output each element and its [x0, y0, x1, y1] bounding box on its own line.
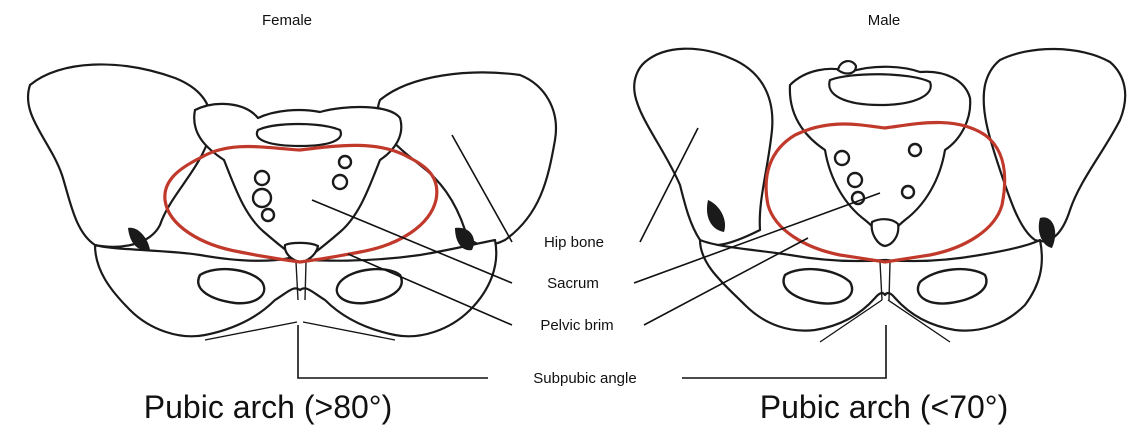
male-right-ilium — [984, 49, 1126, 241]
male-left-ilium — [634, 49, 772, 246]
label-hip-bone: Hip bone — [544, 234, 604, 251]
label-sacrum: Sacrum — [547, 275, 599, 292]
leader-lines — [298, 128, 886, 378]
caption-female-pubic-arch: Pubic arch (>80°) — [144, 389, 392, 425]
female-sacral-promontory — [257, 124, 341, 146]
male-sacral-foramen-1 — [835, 151, 849, 165]
female-right-ilium — [378, 72, 556, 245]
male-sacral-foramen-3 — [848, 173, 862, 187]
label-pelvic-brim: Pelvic brim — [540, 317, 613, 334]
female-sacral-foramen-1 — [253, 189, 271, 207]
female-pelvis — [28, 64, 556, 340]
female-sacral-foramen-3 — [333, 175, 347, 189]
male-pelvis — [634, 49, 1125, 342]
label-subpubic-angle: Subpubic angle — [533, 370, 636, 387]
male-sacral-crest — [838, 61, 856, 73]
title-male: Male — [868, 12, 901, 29]
male-sacral-foramen-4 — [902, 186, 914, 198]
male-pubic-body — [700, 240, 1042, 331]
female-left-ilium — [28, 64, 211, 246]
female-sacral-foramen-2 — [255, 171, 269, 185]
caption-male-pubic-arch: Pubic arch (<70°) — [760, 389, 1008, 425]
title-female: Female — [262, 12, 312, 29]
male-sacral-foramen-2 — [909, 144, 921, 156]
male-coccyx — [872, 219, 899, 246]
male-sacral-promontory — [829, 74, 931, 105]
female-sacral-foramen-5 — [262, 209, 274, 221]
female-sacral-foramen-4 — [339, 156, 351, 168]
